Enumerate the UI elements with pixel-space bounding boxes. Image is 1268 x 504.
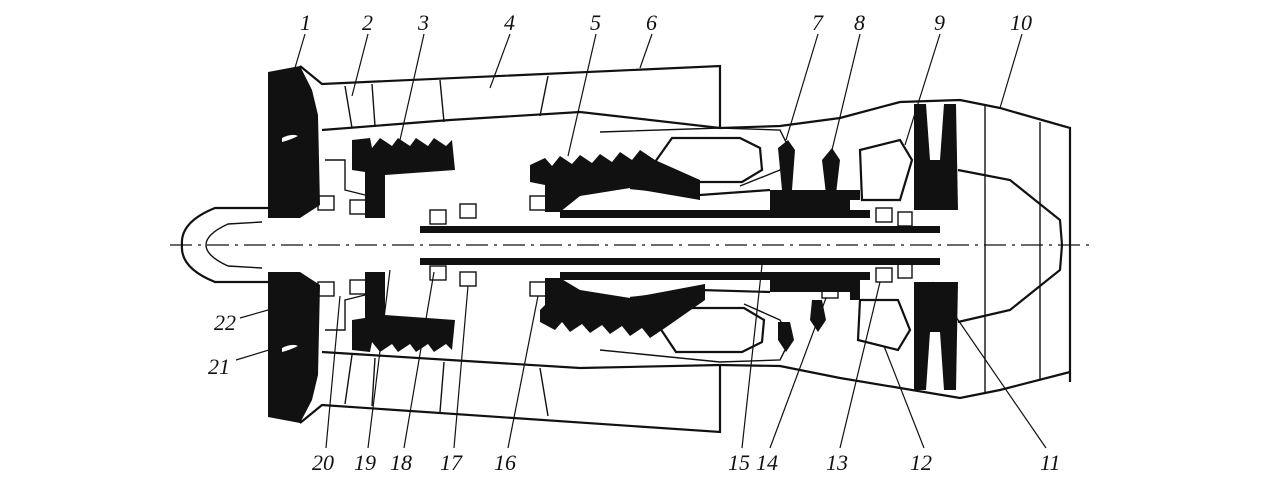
combustion-chamber-upper-outer [599, 127, 791, 187]
outlet-guide-vanes-lower [344, 354, 549, 417]
label-18: 18 [390, 450, 412, 475]
bypass-inner-wall-lower [321, 350, 721, 370]
fan-blade-upper [268, 66, 320, 218]
label-5: 5 [590, 10, 601, 35]
label-12: 12 [910, 450, 932, 475]
label-8: 8 [854, 10, 865, 35]
fan-turbine-vanes-upper [858, 138, 914, 202]
fan-turbine-lower [914, 282, 958, 390]
fan-turbine-upper [914, 104, 958, 210]
nose-spinner-inner [205, 221, 263, 269]
fan-blade-highlight-upper [282, 134, 298, 142]
label-2: 2 [362, 10, 373, 35]
hp-turbine-blade-lower [778, 322, 794, 352]
hp-turbine-blade-upper [778, 140, 795, 190]
lp-compressor-upper [352, 138, 455, 218]
core-casing-upper [719, 98, 1072, 382]
lp-turbine-blade-upper-1 [822, 148, 840, 194]
combustion-chamber-upper [653, 136, 764, 184]
label-17: 17 [440, 450, 463, 475]
label-16: 16 [494, 450, 516, 475]
shaft-connector-upper [629, 186, 771, 197]
label-10: 10 [1010, 10, 1032, 35]
left-leader-lines [235, 305, 283, 361]
fan-turbine-vanes-lower [856, 298, 912, 352]
fan-blade-highlight-lower [282, 344, 298, 352]
label-14: 14 [756, 450, 778, 475]
bottom-leader-lines [325, 264, 1047, 449]
lp-compressor-lower [352, 272, 455, 352]
label-15: 15 [728, 450, 750, 475]
nose-spinner [180, 206, 268, 284]
outlet-guide-vanes-upper [344, 75, 549, 129]
nozzle-lines [984, 104, 1041, 394]
combustion-chamber-lower [658, 306, 766, 354]
core-casing-lower [719, 363, 1071, 400]
bearings [317, 195, 913, 299]
hp-shaft-upper [560, 210, 870, 218]
label-19: 19 [354, 450, 376, 475]
bypass-inner-wall-upper [321, 110, 721, 132]
label-9: 9 [934, 10, 945, 35]
label-4: 4 [504, 10, 515, 35]
label-11: 11 [1040, 450, 1060, 475]
label-20: 20 [312, 450, 334, 475]
label-3: 3 [417, 10, 429, 35]
label-22: 22 [214, 310, 236, 335]
label-7: 7 [812, 10, 824, 35]
compressor-drum-upper [325, 159, 366, 196]
shaft-connector-lower [629, 288, 771, 300]
fan-casing-upper [299, 64, 722, 128]
compressor-drum-lower [325, 294, 366, 331]
exhaust-cone [957, 168, 1064, 324]
label-1: 1 [300, 10, 311, 35]
hp-shaft-lower [560, 272, 870, 280]
top-leader-lines [291, 33, 1023, 157]
label-13: 13 [826, 450, 848, 475]
label-21: 21 [208, 354, 230, 379]
fan-casing-lower [299, 365, 722, 434]
lp-shaft-lower [420, 258, 940, 265]
label-6: 6 [646, 10, 657, 35]
lp-shaft-upper [420, 226, 940, 233]
